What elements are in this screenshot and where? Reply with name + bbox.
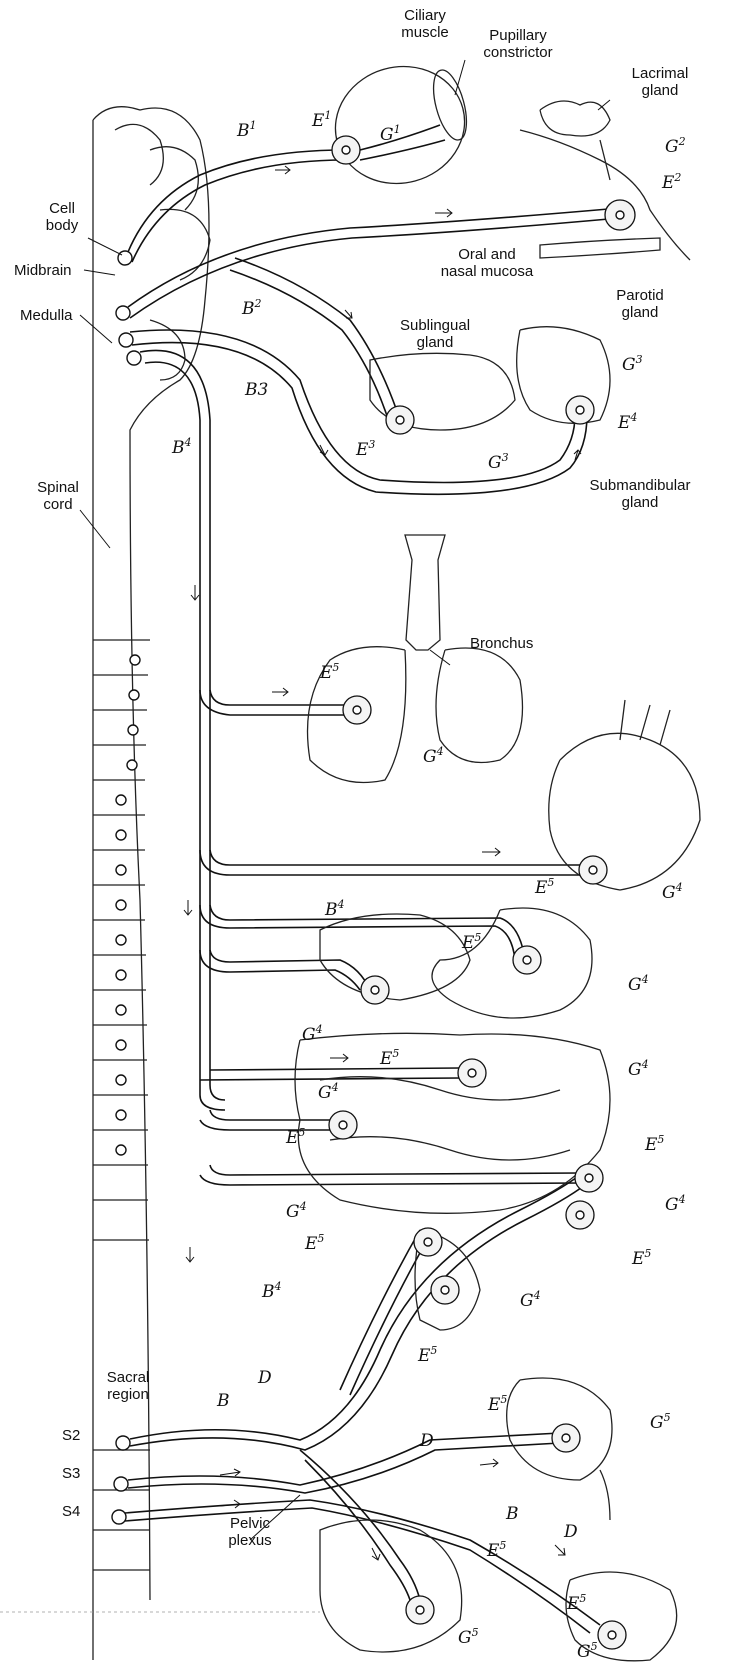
svg-text:Pupillaryconstrictor: Pupillaryconstrictor	[483, 27, 552, 61]
sacral-nerves	[112, 1175, 600, 1633]
label-E5-lung: E5	[319, 661, 339, 683]
label-bronchus: Bronchus	[470, 635, 533, 652]
label-sacral-2: region	[107, 1386, 149, 1403]
label-sacral-1: Sacral	[107, 1369, 150, 1386]
label-G1: G1	[380, 123, 401, 145]
vagus-branches	[200, 690, 580, 1185]
label-B2: B2	[241, 297, 262, 319]
label-D-upper: D	[257, 1368, 272, 1388]
label-midbrain: Midbrain	[14, 262, 72, 279]
leader-lines	[80, 60, 610, 1540]
liver-stomach	[320, 908, 592, 1018]
label-pupillary-2: constrictor	[483, 44, 552, 61]
label-E3: E3	[355, 438, 375, 460]
heart	[549, 700, 700, 890]
label-G4-colon: G4	[318, 1081, 339, 1103]
label-D-mid: D	[419, 1431, 434, 1451]
label-E5-bladder: E5	[487, 1393, 507, 1415]
label-E1: E1	[311, 109, 331, 131]
label-E5-rectum: E5	[417, 1344, 437, 1366]
label-G5-bladder: G5	[650, 1411, 671, 1433]
label-E2: E2	[661, 171, 681, 193]
label-E5-heart: E5	[534, 876, 554, 898]
label-submandibular-1: Submandibular	[590, 477, 691, 494]
label-E5-lower: E5	[631, 1247, 651, 1269]
label-G4-rectum: G4	[520, 1289, 541, 1311]
label-E4: E4	[617, 411, 637, 433]
label-G4-liver: G4	[302, 1023, 323, 1045]
label-s2: S2	[62, 1427, 80, 1444]
label-B1: B1	[236, 119, 257, 141]
label-medulla: Medulla	[20, 307, 73, 324]
label-oral-1: Oral and	[458, 246, 516, 263]
label-G4-heart: G4	[662, 881, 683, 903]
cranial-nerves	[128, 150, 620, 1110]
label-G5-pelvic: G5	[458, 1626, 479, 1648]
label-sublingual-1: Sublingual	[400, 317, 470, 334]
label-G4-lung: G4	[423, 745, 444, 767]
label-spinal-2: cord	[43, 496, 72, 513]
label-parotid-1: Parotid	[616, 287, 664, 304]
brainstem-cell-bodies	[116, 251, 141, 365]
label-G5-uterus: G5	[577, 1640, 598, 1662]
label-s3: S3	[62, 1465, 80, 1482]
label-B4-mid: B4	[324, 898, 345, 920]
label-cell-body-2: body	[46, 217, 79, 234]
trachea-lungs	[308, 535, 523, 783]
label-D-lower: D	[563, 1522, 578, 1542]
label-B4-upper: B4	[171, 436, 192, 458]
label-G2: G2	[665, 135, 686, 157]
label-B-upper: B	[216, 1391, 230, 1411]
label-sublingual-2: gland	[417, 334, 454, 351]
label-E5-pancreas: E5	[379, 1047, 399, 1069]
label-ciliary-muscle-2: muscle	[401, 24, 449, 41]
spinal-segment-lines	[93, 640, 150, 1570]
ganglia	[329, 136, 635, 1649]
label-G4-small: G4	[286, 1200, 307, 1222]
label-pupillary-1: Pupillary	[489, 27, 547, 44]
label-pelvic-1: Pelvic	[230, 1515, 271, 1532]
label-ciliary-muscle-1: Ciliary	[404, 7, 446, 24]
label-spinal-1: Spinal	[37, 479, 79, 496]
label-pelvic-2: plexus	[228, 1532, 271, 1549]
label-G3-sublingual: G3	[488, 451, 509, 473]
label-B-lower: B	[505, 1504, 519, 1524]
label-parotid-2: gland	[622, 304, 659, 321]
label-G4-intestine: G4	[665, 1193, 686, 1215]
label-oral-2: nasal mucosa	[441, 263, 534, 280]
label-B4-lower: B4	[261, 1280, 282, 1302]
label-G4-stomach: G4	[628, 973, 649, 995]
label-G3-parotid: G3	[622, 353, 643, 375]
label-lacrimal-1: Lacrimal	[632, 65, 689, 82]
label-lacrimal-2: gland	[642, 82, 679, 99]
label-E5-colon: E5	[285, 1126, 305, 1148]
spinal-segment-cells	[116, 655, 140, 1155]
label-E5-small: E5	[304, 1232, 324, 1254]
spinal-cord-column	[93, 107, 210, 1660]
label-B3: B3	[244, 380, 268, 400]
label-cell-body-1: Cell	[49, 200, 75, 217]
label-submandibular-2: gland	[622, 494, 659, 511]
label-E5-uterus: E5	[566, 1592, 586, 1614]
label-s4: S4	[62, 1503, 80, 1520]
label-E5-liver: E5	[461, 931, 481, 953]
label-E5-intestine: E5	[644, 1133, 664, 1155]
label-G4-pancreas: G4	[628, 1058, 649, 1080]
label-E5-pelvic: E5	[486, 1539, 506, 1561]
